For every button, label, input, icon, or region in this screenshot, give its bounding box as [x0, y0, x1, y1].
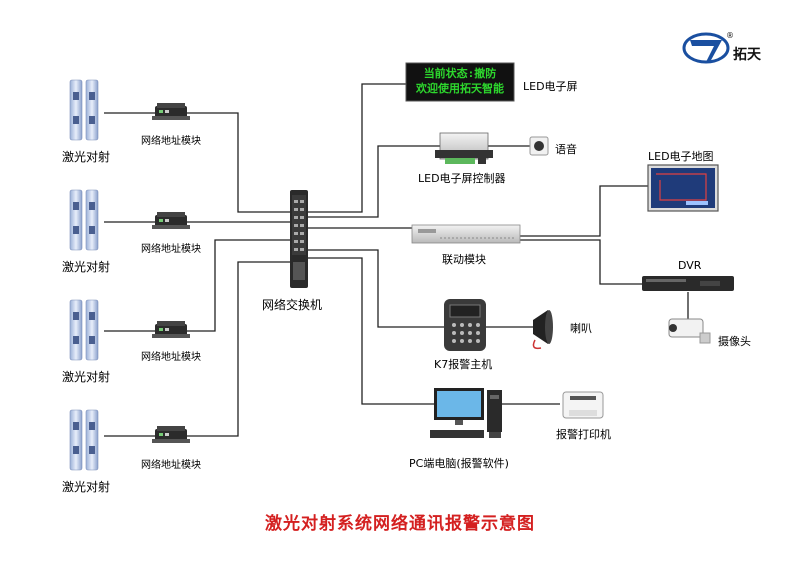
net-module-label-2: 网络地址模块 — [141, 244, 201, 255]
network-switch-icon — [290, 190, 308, 288]
led-map-icon — [647, 164, 719, 212]
net-module-4 — [152, 426, 190, 443]
pc-label: PC端电脑(报警软件) — [409, 457, 509, 470]
net-module-label-3: 网络地址模块 — [141, 352, 201, 363]
linkage-module-icon — [411, 224, 521, 244]
led-screen-icon — [405, 62, 515, 102]
linkage-label: 联动模块 — [442, 253, 486, 266]
voice-speaker-icon — [529, 136, 549, 156]
voice-label: 语音 — [555, 143, 577, 156]
switch-label: 网络交换机 — [262, 298, 323, 312]
net-module-3 — [152, 321, 190, 338]
laser-label-1: 激光对射 — [62, 150, 111, 164]
laser-pair-3 — [69, 299, 99, 361]
led-screen-display: 当前状态:撤防 欢迎使用拓天智能 — [410, 66, 510, 99]
pc-icon — [430, 388, 502, 438]
dvr-icon — [642, 276, 734, 291]
horn-icon — [532, 310, 553, 350]
led-screen-label: LED电子屏 — [523, 80, 578, 93]
net-module-label-1: 网络地址模块 — [141, 136, 201, 147]
registered-mark: ® — [726, 31, 734, 40]
laser-pair-1 — [69, 79, 99, 141]
led-line-2: 欢迎使用拓天智能 — [416, 82, 504, 95]
laser-pair-2 — [69, 189, 99, 251]
camera-icon — [668, 318, 711, 344]
connection-lines — [104, 83, 700, 437]
dvr-label: DVR — [678, 259, 702, 272]
net-module-label-4: 网络地址模块 — [141, 460, 201, 471]
led-controller-label: LED电子屏控制器 — [418, 172, 506, 185]
printer-icon — [562, 391, 604, 419]
net-module-2 — [152, 212, 190, 229]
led-line-1: 当前状态:撤防 — [423, 67, 497, 80]
diagram-title: 激光对射系统网络通讯报警示意图 — [265, 514, 535, 534]
printer-label: 报警打印机 — [556, 428, 611, 441]
laser-label-4: 激光对射 — [62, 480, 111, 494]
brand-name: 拓天 — [733, 47, 761, 63]
laser-label-3: 激光对射 — [62, 370, 111, 384]
net-module-1 — [152, 103, 190, 120]
led-controller-icon — [435, 132, 493, 164]
brand-logo-icon — [682, 32, 730, 64]
laser-label-2: 激光对射 — [62, 260, 111, 274]
laser-pair-4 — [69, 409, 99, 471]
camera-label: 摄像头 — [718, 335, 751, 348]
led-map-label: LED电子地图 — [648, 150, 714, 163]
horn-label: 喇叭 — [570, 322, 592, 335]
k7-alarm-host-icon — [444, 299, 486, 351]
k7-label: K7报警主机 — [434, 358, 493, 371]
